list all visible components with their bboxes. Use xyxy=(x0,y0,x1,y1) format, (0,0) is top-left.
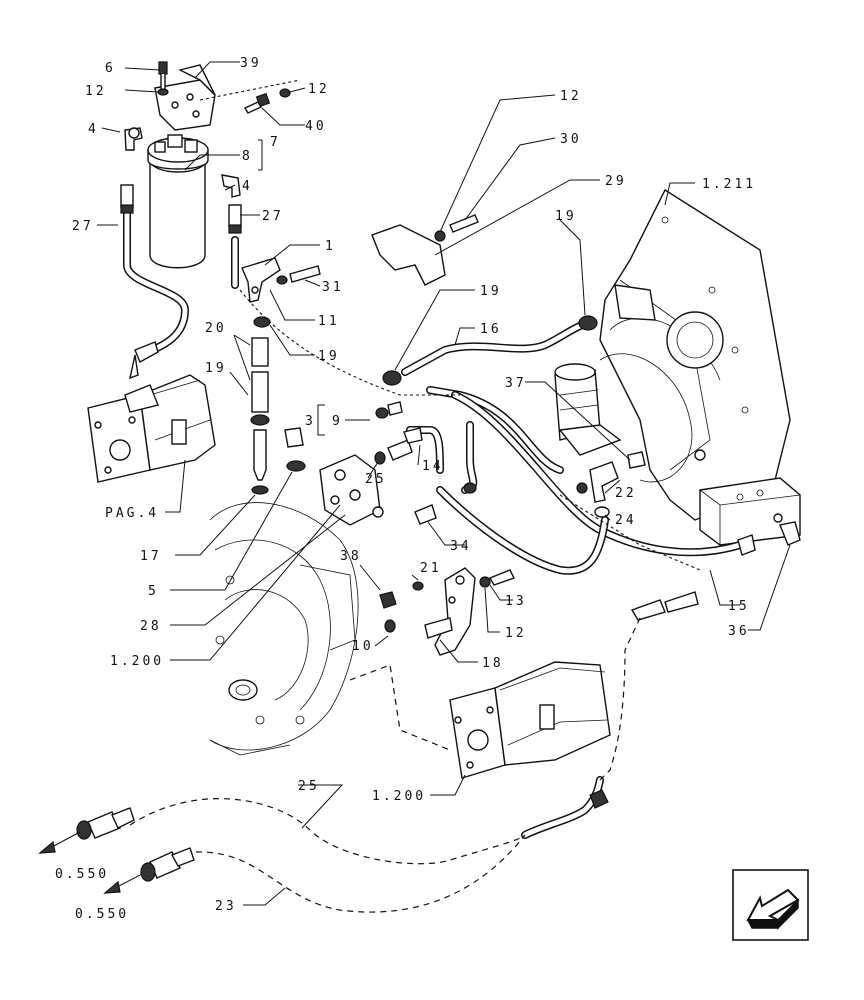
callout-8: 8 xyxy=(242,149,253,164)
routing-lines xyxy=(129,79,701,913)
callout-34: 34 xyxy=(450,539,472,554)
callout-7: 7 xyxy=(270,135,281,150)
callout-12: 12 xyxy=(560,89,582,104)
callout-19: 19 xyxy=(555,209,577,224)
callout-15: 15 xyxy=(728,599,750,614)
callout-4: 4 xyxy=(88,122,99,137)
pump-lower xyxy=(449,661,611,779)
callout-0-550: 0.550 xyxy=(75,907,129,922)
callout-0-550: 0.550 xyxy=(55,867,109,882)
hoses xyxy=(120,184,744,839)
callout-13: 13 xyxy=(505,594,527,609)
callout-31: 31 xyxy=(322,280,344,295)
fittings xyxy=(241,214,801,656)
callout-17: 17 xyxy=(140,549,162,564)
callout-1-211: 1.211 xyxy=(702,177,756,192)
callout-19: 19 xyxy=(480,284,502,299)
callout-23: 23 xyxy=(215,899,237,914)
callout-10: 10 xyxy=(352,639,374,654)
callout-40: 40 xyxy=(305,119,327,134)
callout-27: 27 xyxy=(72,219,94,234)
callout-19: 19 xyxy=(318,349,340,364)
pump-upper xyxy=(87,374,216,483)
callout-21: 21 xyxy=(420,561,442,576)
callout-30: 30 xyxy=(560,132,582,147)
callout-28: 28 xyxy=(140,619,162,634)
callout-29: 29 xyxy=(605,174,627,189)
callout-9: 9 xyxy=(332,414,343,429)
callout-3: 3 xyxy=(305,414,316,429)
callout-25: 25 xyxy=(365,472,387,487)
callout-4: 4 xyxy=(242,179,253,194)
callout-37: 37 xyxy=(505,376,527,391)
callout-5: 5 xyxy=(148,584,159,599)
oil-filter-assembly xyxy=(124,61,291,269)
leader-lines xyxy=(97,61,791,906)
callout-12: 12 xyxy=(505,626,527,641)
callout-labels: 6 12 39 12 4 40 8 7 4 27 27 1 31 11 20 1… xyxy=(55,56,756,922)
callout-18: 18 xyxy=(482,656,504,671)
rear-housing xyxy=(554,188,801,546)
callout-1-200: 1.200 xyxy=(372,789,426,804)
callout-1: 1 xyxy=(325,239,336,254)
transmission-housing xyxy=(209,502,359,756)
callout-14: 14 xyxy=(422,459,444,474)
callout-25: 25 xyxy=(298,779,320,794)
callout-38: 38 xyxy=(340,549,362,564)
bottom-fittings xyxy=(38,789,609,894)
callout-11: 11 xyxy=(318,314,340,329)
callout-12: 12 xyxy=(85,84,107,99)
callout-6: 6 xyxy=(105,61,116,76)
callout-16: 16 xyxy=(480,322,502,337)
callout-19: 19 xyxy=(205,361,227,376)
navigation-arrow-icon[interactable] xyxy=(732,869,809,941)
callout-24: 24 xyxy=(615,513,637,528)
callout-12: 12 xyxy=(308,82,330,97)
callout-1-200: 1.200 xyxy=(110,654,164,669)
callout-20: 20 xyxy=(205,321,227,336)
callout-27: 27 xyxy=(262,209,284,224)
callout-39: 39 xyxy=(240,56,262,71)
callout-36: 36 xyxy=(728,624,750,639)
callout-22: 22 xyxy=(615,486,637,501)
callout-pag4: PAG.4 xyxy=(105,506,159,521)
